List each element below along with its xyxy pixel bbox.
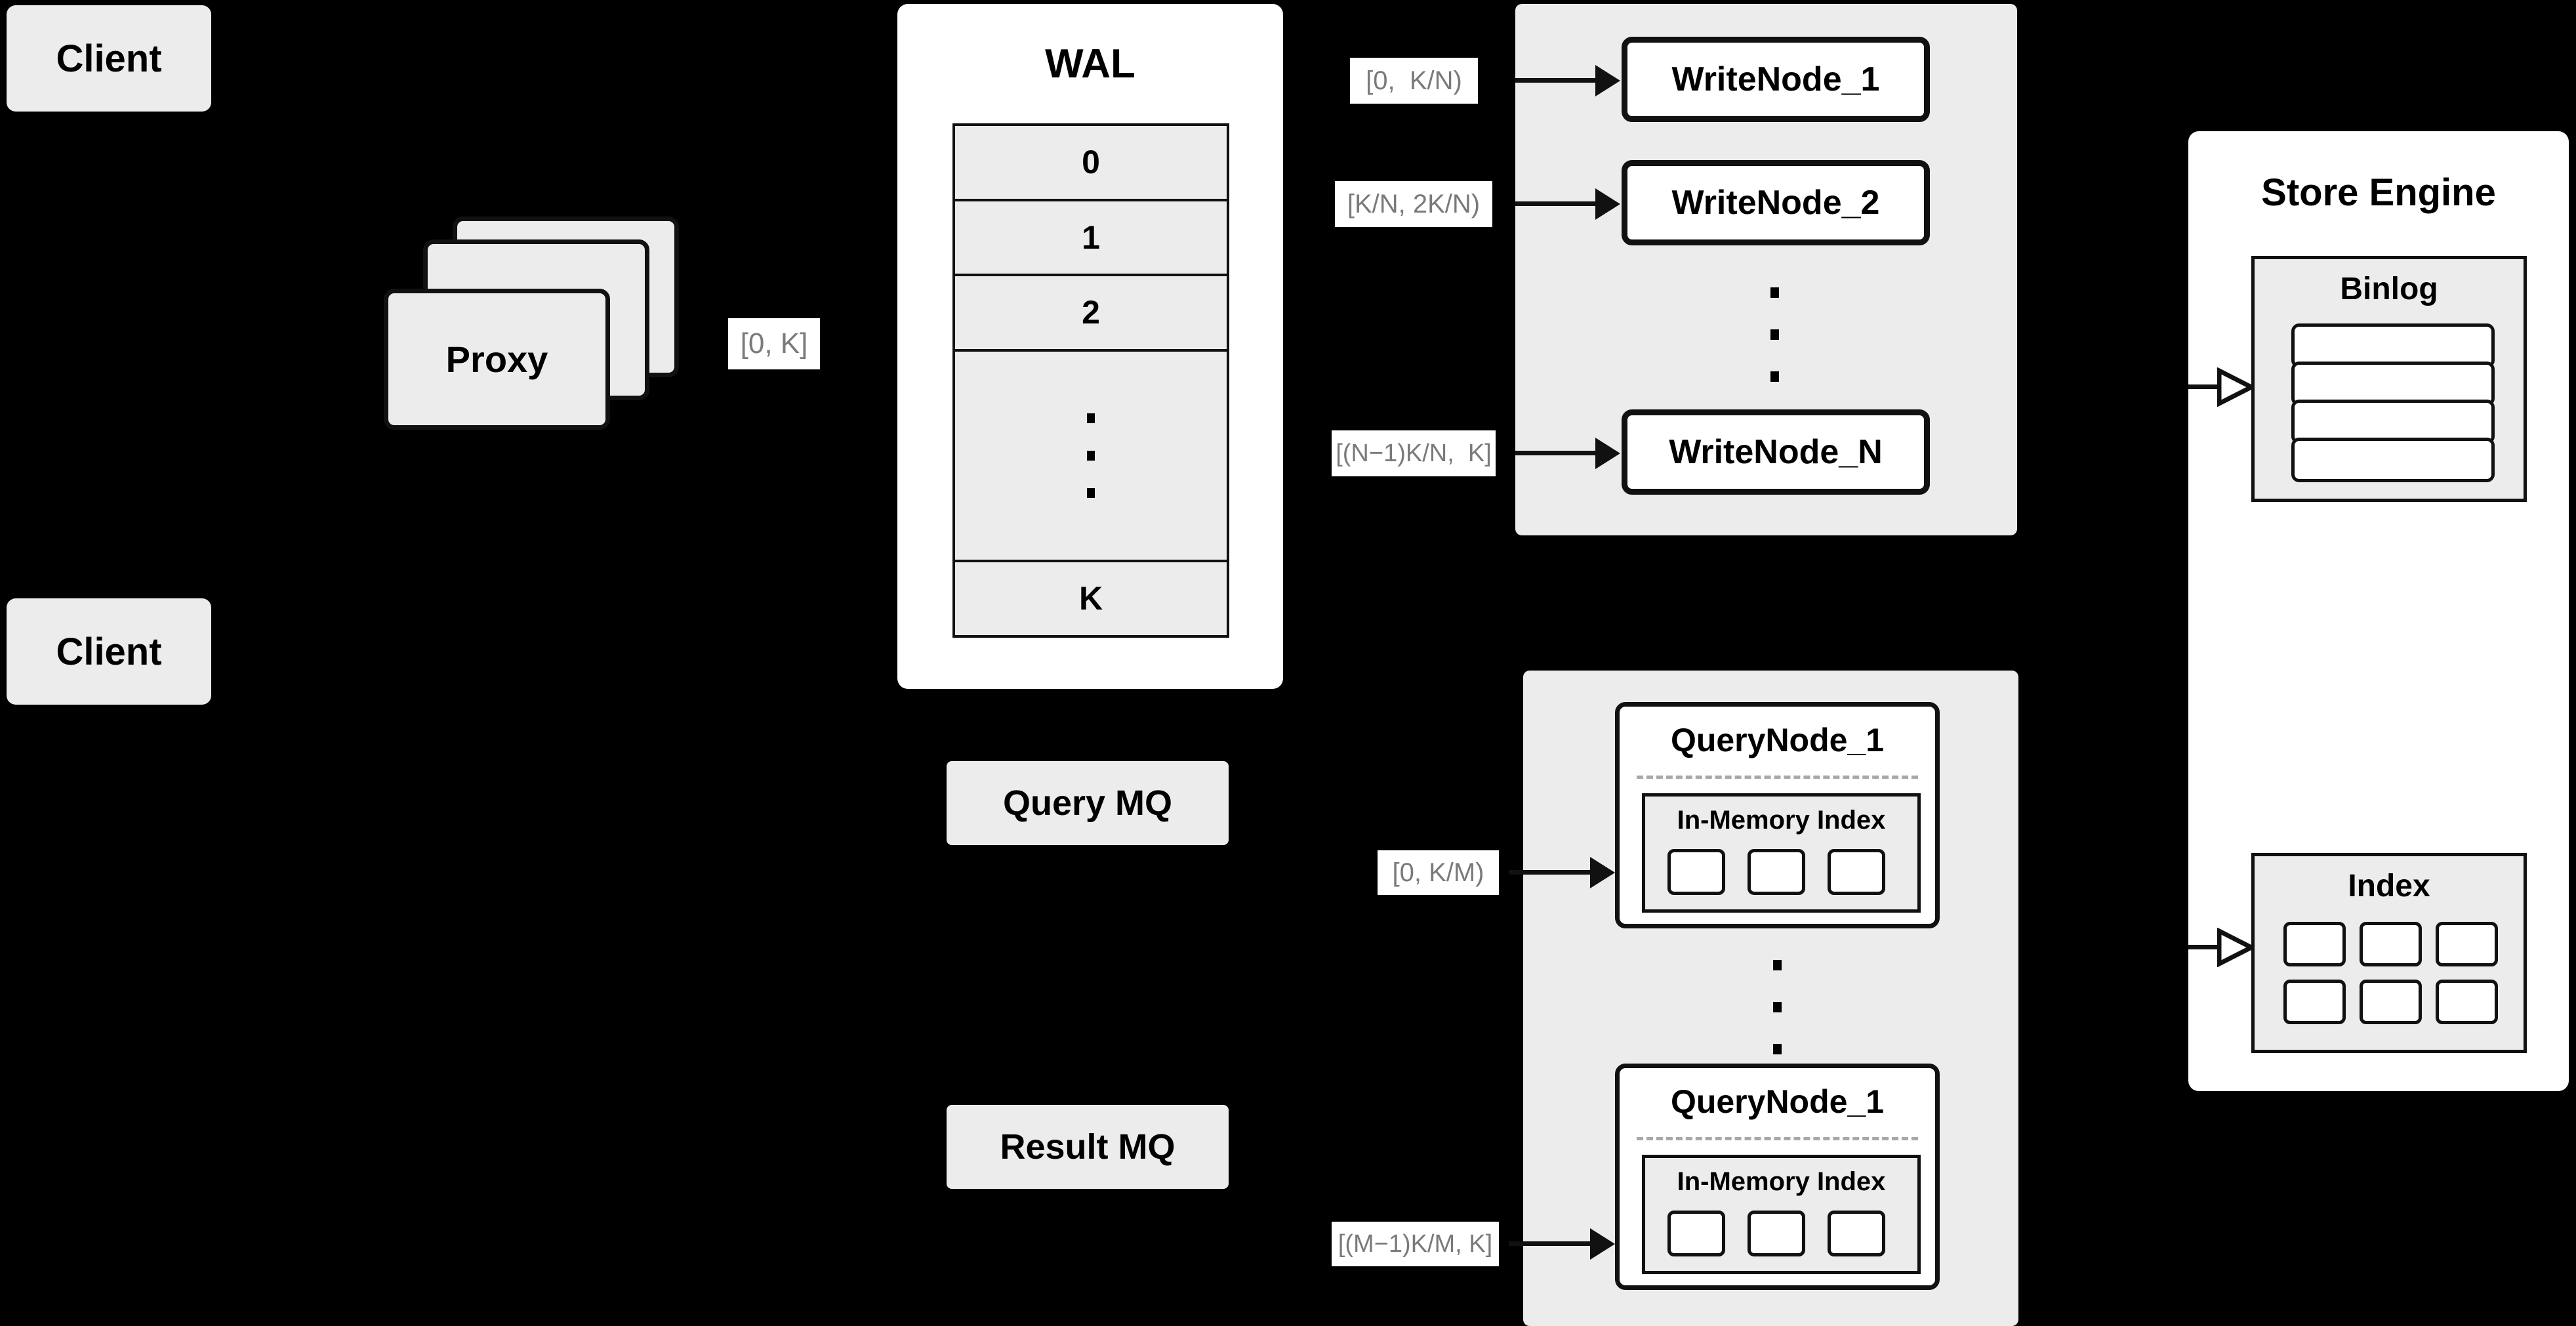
arrow-head-query-node-1	[1590, 857, 1615, 888]
in-memory-index-1: In-Memory Index	[1642, 793, 1921, 913]
write-node-2-range-label: [K/N, 2K/N)	[1335, 181, 1492, 227]
store-engine-title: Store Engine	[2261, 171, 2496, 214]
arrow-to-binlog	[2188, 384, 2222, 389]
wal-row-k: K	[955, 562, 1227, 636]
query-node-1-range-label: [0, K/M)	[1378, 850, 1499, 895]
in-memory-index-2-title: In-Memory Index	[1677, 1167, 1886, 1196]
store-index-cell	[2283, 980, 2346, 1024]
client-label-2: Client	[56, 630, 162, 673]
arrow-to-write-node-n	[1515, 451, 1610, 455]
query-mq-box[interactable]: Query MQ	[947, 761, 1229, 845]
ellipsis-dot	[1087, 413, 1095, 423]
wal-row-0: 0	[955, 126, 1227, 201]
query-node-2-separator	[1637, 1137, 1918, 1140]
ellipsis-dot	[1770, 329, 1779, 340]
ellipsis-dot	[1770, 371, 1779, 382]
write-node-1[interactable]: WriteNode_1	[1622, 37, 1930, 122]
write-node-n-label: WriteNode_N	[1669, 433, 1883, 471]
query-node-1[interactable]: QueryNode_1 In-Memory Index	[1615, 702, 1940, 928]
proxy-box[interactable]: Proxy	[384, 289, 610, 430]
client-box-2[interactable]: Client	[7, 598, 211, 705]
index-cell	[1748, 1211, 1805, 1256]
wal-ellipsis-rows	[955, 351, 1227, 562]
wal-table: 0 1 2 K	[952, 123, 1229, 638]
index-cell	[1828, 849, 1885, 895]
in-memory-index-1-title: In-Memory Index	[1677, 806, 1886, 835]
result-mq-box[interactable]: Result MQ	[947, 1105, 1229, 1189]
client-box-1[interactable]: Client	[7, 5, 211, 112]
wal-panel: WAL 0 1 2 K	[897, 4, 1283, 689]
wal-title: WAL	[1045, 41, 1135, 87]
query-node-1-label: QueryNode_1	[1670, 722, 1885, 758]
store-index-cell	[2436, 922, 2498, 966]
query-node-2-range-label: [(M−1)K/M, K]	[1332, 1222, 1499, 1266]
query-node-1-separator	[1637, 776, 1918, 779]
binlog-box: Binlog	[2251, 256, 2527, 502]
query-node-2[interactable]: QueryNode_1 In-Memory Index	[1615, 1064, 1940, 1290]
client-label-1: Client	[56, 37, 162, 80]
ellipsis-dot	[1772, 1002, 1782, 1012]
write-node-n[interactable]: WriteNode_N	[1622, 409, 1930, 495]
arrow-head-binlog	[2217, 367, 2254, 407]
store-index-cell	[2360, 922, 2422, 966]
ellipsis-dot	[1770, 287, 1779, 298]
ellipsis-dot	[1772, 960, 1782, 970]
arrow-head-store-index	[2217, 928, 2254, 967]
write-node-1-range-label: [0, K/N)	[1350, 58, 1478, 104]
store-engine-panel: Store Engine Binlog Index	[2188, 131, 2569, 1091]
store-index-cell	[2436, 980, 2498, 1024]
write-node-1-label: WriteNode_1	[1671, 60, 1880, 98]
proxy-label: Proxy	[445, 339, 548, 380]
arrow-to-query-node-1	[1509, 870, 1606, 875]
wal-row-2: 2	[955, 276, 1227, 352]
index-box: Index	[2251, 853, 2527, 1053]
arrow-head-write-node-n	[1595, 438, 1620, 469]
index-cell	[1667, 1211, 1725, 1256]
index-cell	[1748, 849, 1805, 895]
query-mq-label: Query MQ	[1002, 783, 1173, 823]
query-cluster-ellipsis	[1767, 945, 1787, 1069]
index-title: Index	[2348, 869, 2430, 903]
ellipsis-dot	[1087, 450, 1095, 461]
arrow-head-write-node-1	[1595, 65, 1620, 96]
arrow-head-write-node-2	[1595, 188, 1620, 220]
arrow-to-write-node-1	[1515, 78, 1610, 83]
binlog-title: Binlog	[2340, 272, 2438, 306]
arrow-head-query-node-2	[1590, 1228, 1615, 1260]
query-node-2-label: QueryNode_1	[1670, 1083, 1885, 1120]
in-memory-index-2: In-Memory Index	[1642, 1155, 1921, 1274]
write-node-2-label: WriteNode_2	[1671, 184, 1880, 222]
ellipsis-dot	[1772, 1044, 1782, 1054]
write-cluster-ellipsis	[1765, 272, 1784, 397]
result-mq-label: Result MQ	[1000, 1127, 1176, 1167]
arrow-to-query-node-2	[1509, 1241, 1606, 1246]
index-cell	[1667, 849, 1725, 895]
binlog-row	[2291, 438, 2495, 482]
arrow-to-write-node-2	[1515, 201, 1610, 206]
proxy-range-label: [0, K]	[728, 318, 820, 369]
arrow-to-store-index	[2188, 945, 2222, 949]
store-index-cell	[2360, 980, 2422, 1024]
index-cell	[1828, 1211, 1885, 1256]
ellipsis-dot	[1087, 487, 1095, 498]
write-node-2[interactable]: WriteNode_2	[1622, 160, 1930, 245]
wal-row-1: 1	[955, 201, 1227, 276]
write-node-n-range-label: [(N−1)K/N, K]	[1332, 430, 1496, 476]
store-index-cell	[2283, 922, 2346, 966]
